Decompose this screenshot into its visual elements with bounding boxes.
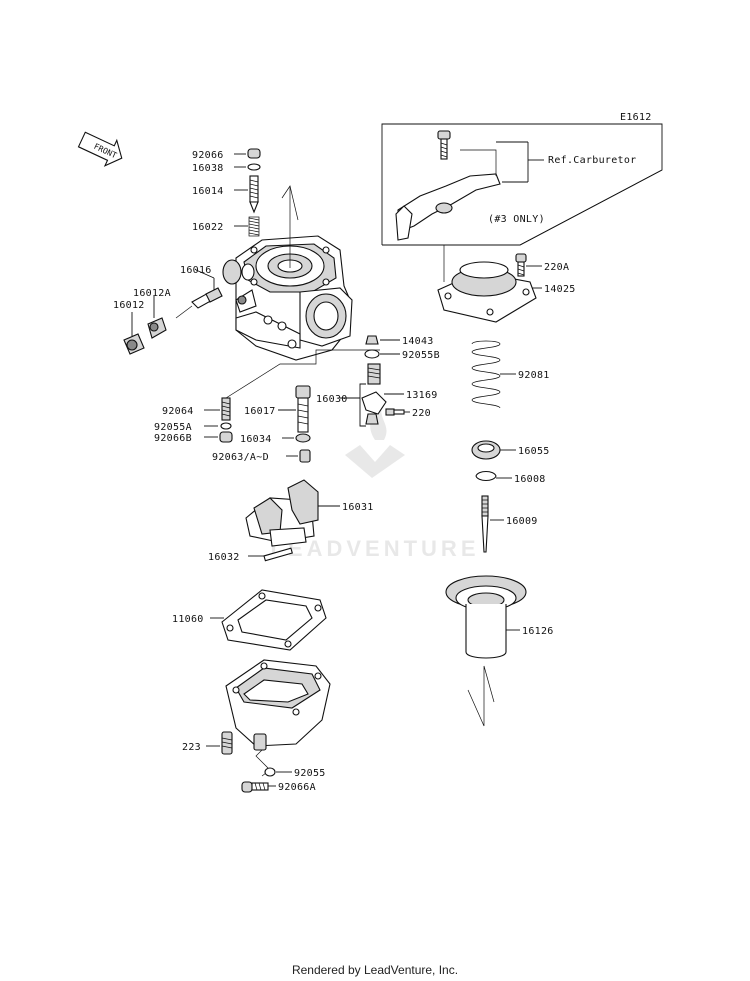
- callout-16012: 16012: [113, 300, 145, 311]
- part-16009-jet-needle: 16009: [481, 495, 538, 553]
- part-92064: 92064: [162, 397, 231, 421]
- part-16016-starter-plunger: 16016: [175, 265, 223, 319]
- callout-14025: 14025: [544, 284, 576, 295]
- part-92063-main-jet: 92063/A~D: [212, 449, 311, 463]
- part-16012a-nut: 16012A: [133, 288, 171, 339]
- callout-16022: 16022: [192, 222, 224, 233]
- carburetor-body: [222, 185, 353, 361]
- ref-carburetor-label: Ref.Carburetor: [548, 155, 637, 166]
- callout-16032: 16032: [208, 552, 240, 563]
- part-13169-plate: 13169: [384, 390, 438, 401]
- part-16038-oring: 16038: [192, 163, 261, 174]
- callout-11060: 11060: [172, 614, 204, 625]
- callout-92066: 92066: [192, 150, 224, 161]
- part-14025-top-cover: 14025: [437, 261, 576, 323]
- callout-16008: 16008: [514, 474, 546, 485]
- callout-16126: 16126: [522, 626, 554, 637]
- part-16014-screw: 16014: [192, 175, 259, 214]
- part-220-screw: 220: [385, 408, 431, 419]
- callout-16012a: 16012A: [133, 288, 171, 299]
- callout-16034: 16034: [240, 434, 272, 445]
- callout-92081: 92081: [518, 370, 550, 381]
- callout-92055b: 92055B: [402, 350, 440, 361]
- callout-92064: 92064: [162, 406, 194, 417]
- callout-220a: 220A: [544, 262, 569, 273]
- callout-16055: 16055: [518, 446, 550, 457]
- ref-inset-box: Ref.Carburetor (#3 ONLY): [381, 123, 663, 246]
- part-16126-piston-diaphragm: 16126: [445, 575, 554, 727]
- front-arrow: FRONT: [77, 131, 123, 167]
- diagram-code: E1612: [620, 112, 652, 123]
- callout-16009: 16009: [506, 516, 538, 527]
- callout-92066b: 92066B: [154, 433, 192, 444]
- callout-16014: 16014: [192, 186, 224, 197]
- part-16034-washer: 16034: [240, 433, 311, 445]
- callout-16016: 16016: [180, 265, 212, 276]
- leader-body-to-jets: [225, 349, 380, 399]
- part-92081-spring: 92081: [471, 340, 550, 409]
- callout-223: 223: [182, 742, 201, 753]
- callout-92055a: 92055A: [154, 422, 192, 433]
- callout-92055: 92055: [294, 768, 326, 779]
- part-16022-spring: 16022: [192, 216, 260, 237]
- part-220a-screw: 220A: [515, 253, 569, 277]
- callout-92063: 92063/A~D: [212, 452, 269, 463]
- part-92055-oring: 92055: [264, 767, 326, 779]
- float-bowl: [225, 659, 331, 777]
- part-92055b-oring: 92055B: [364, 349, 440, 361]
- callout-16030: 16030: [316, 394, 348, 405]
- part-92066-cap: 92066: [192, 148, 261, 161]
- callout-92066a: 92066A: [278, 782, 316, 793]
- part-11060-gasket: 11060: [172, 589, 327, 651]
- part-16017-needle-jet: 16017: [244, 385, 311, 433]
- part-92055a-oring: 92055A: [154, 422, 232, 433]
- part-92066b-cap: 92066B: [154, 431, 233, 444]
- part-16030-pilot-assembly: 16030: [316, 363, 387, 427]
- part-16031-float: 16031: [245, 479, 374, 547]
- part-16032-pin: 16032: [208, 547, 293, 563]
- callout-220: 220: [412, 408, 431, 419]
- part-16012-cap: 16012: [113, 300, 145, 355]
- callout-16031: 16031: [342, 502, 374, 513]
- part-16055-holder: 16055: [471, 440, 550, 460]
- part-14043-jet: 14043: [365, 335, 434, 347]
- callout-13169: 13169: [406, 390, 438, 401]
- callout-14043: 14043: [402, 336, 434, 347]
- callout-16017: 16017: [244, 406, 276, 417]
- part-223-screw: 223: [182, 731, 233, 755]
- footer-credit: Rendered by LeadVenture, Inc.: [291, 963, 459, 977]
- part-92066a-drain-screw: 92066A: [241, 781, 316, 793]
- note-label: (#3 ONLY): [488, 214, 545, 225]
- part-16008-clip: 16008: [475, 470, 546, 485]
- callout-16038: 16038: [192, 163, 224, 174]
